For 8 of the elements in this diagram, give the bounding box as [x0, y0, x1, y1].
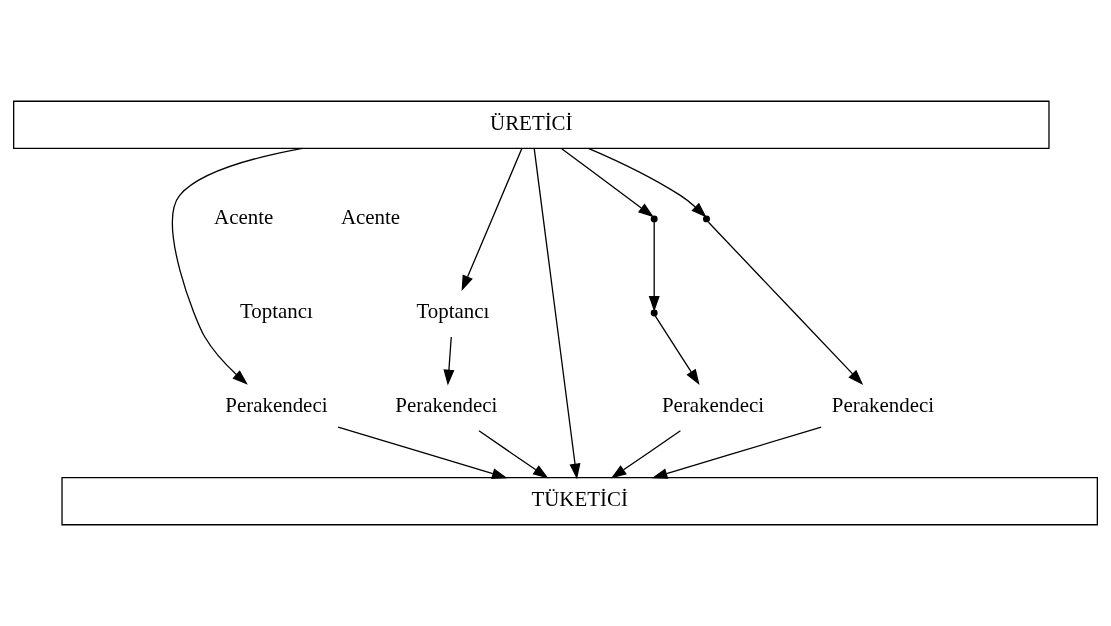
node-text: Perakendeci	[395, 393, 498, 418]
node-text: Toptancı	[239, 298, 313, 323]
node-text: Perakendeci	[225, 393, 328, 418]
node-text: Acente	[340, 204, 401, 229]
node-text: Perakendeci	[661, 393, 765, 418]
node-text: Acente	[214, 204, 274, 229]
node-text: Toptancı	[416, 298, 490, 323]
node-text: Perakendeci	[831, 393, 935, 418]
